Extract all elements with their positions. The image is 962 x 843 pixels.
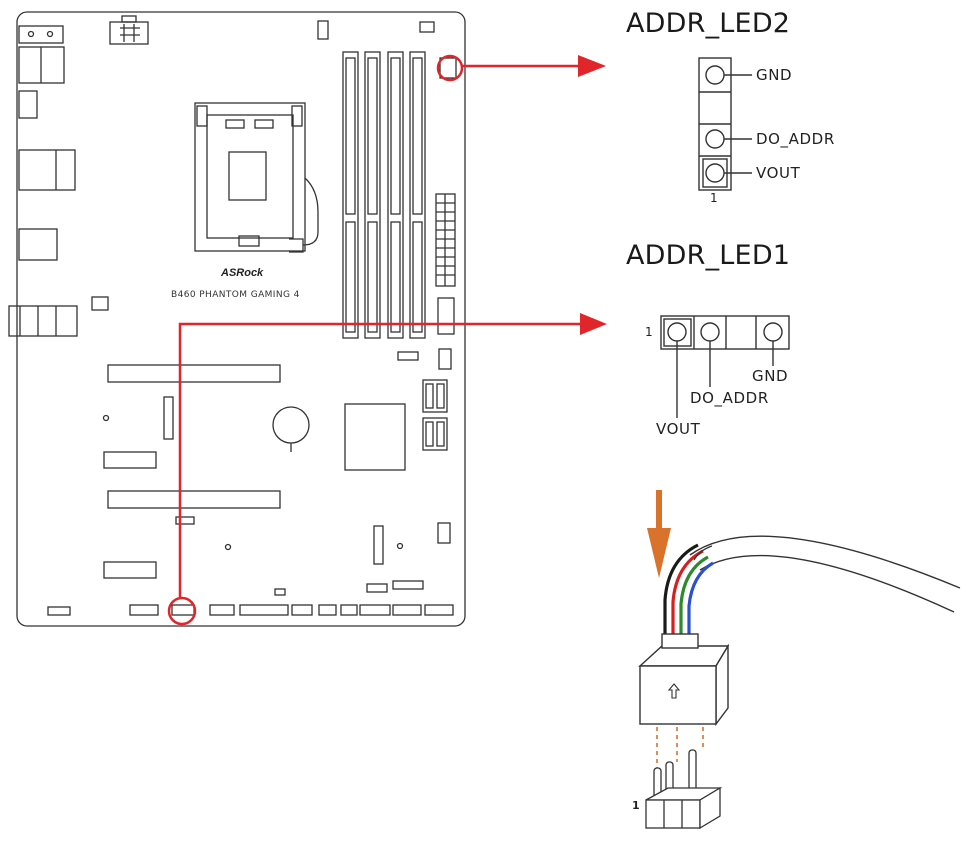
addr-led2-label-do-addr: DO_ADDR xyxy=(756,130,835,148)
addr-led1-label-vout: VOUT xyxy=(656,420,701,438)
cable-pin1-marker: 1 xyxy=(632,799,640,812)
m2-slot-upper xyxy=(163,396,174,440)
small-header-c xyxy=(437,522,451,544)
connector-arrow-icon xyxy=(667,683,681,699)
addr-led1-label-gnd: GND xyxy=(752,367,789,385)
cpu-socket xyxy=(194,102,319,253)
addr-led1-pin-do-addr xyxy=(700,322,720,342)
wire-green xyxy=(679,555,709,650)
cable-sheath-top xyxy=(689,535,961,589)
addr-led2-board-header xyxy=(439,57,457,79)
fan-header-cpu xyxy=(419,21,435,33)
insert-arrow-shaft xyxy=(656,490,662,532)
addr-led2-pinout xyxy=(698,57,752,191)
small-header-b xyxy=(438,348,452,370)
wire-red xyxy=(671,549,704,650)
board-brand-logo: ASRock xyxy=(221,267,264,279)
addr-led1-callout xyxy=(167,313,607,626)
addr-led1-header-body xyxy=(660,315,790,350)
ram-slots xyxy=(342,51,426,339)
header-pins xyxy=(645,749,723,830)
wire-blue xyxy=(687,561,714,650)
addr-led1-callout-line xyxy=(178,322,580,598)
addr-led2-pin-vout xyxy=(705,163,725,183)
addr-led1-pin1-marker: 1 xyxy=(645,325,653,339)
wire-black xyxy=(663,543,699,650)
cable-illustration xyxy=(638,490,961,830)
usb3-header xyxy=(437,297,455,335)
sata-ports xyxy=(422,379,448,451)
pcie-slots xyxy=(91,296,281,579)
addr-led1-title: ADDR_LED1 xyxy=(626,240,791,271)
addr-led2-title: ADDR_LED2 xyxy=(626,8,791,39)
insert-arrow-head xyxy=(647,528,671,578)
addr-led1-highlight-ring xyxy=(167,596,197,626)
addr-led2-callout xyxy=(436,54,606,82)
motherboard xyxy=(8,11,466,627)
cable-connector-housing xyxy=(638,633,730,727)
small-header-a xyxy=(397,351,419,361)
atx-power-connector xyxy=(435,193,456,287)
m2-slot-lower xyxy=(373,525,384,565)
board-model-label: B460 PHANTOM GAMING 4 xyxy=(171,290,300,300)
alignment-dashes xyxy=(656,727,704,768)
motherboard-outline xyxy=(16,11,466,627)
addr-led1-pinout xyxy=(660,315,790,418)
addr-led2-callout-arrowhead xyxy=(578,55,606,77)
addr-led2-label-gnd: GND xyxy=(756,66,793,84)
addr-led2-pin-do-addr xyxy=(705,129,725,149)
addr-led2-pin-gnd xyxy=(705,65,725,85)
cpu-power-connector xyxy=(109,15,149,45)
addr-led1-label-do-addr: DO_ADDR xyxy=(690,389,769,407)
rear-io-ports xyxy=(8,25,78,337)
addr-led1-callout-arrowhead xyxy=(580,313,607,335)
bottom-headers xyxy=(47,580,454,616)
chipset xyxy=(344,403,406,471)
addr-led2-pin1-marker: 1 xyxy=(710,191,718,205)
addr-led1-pin-vout xyxy=(667,322,687,342)
cmos-battery xyxy=(272,406,310,444)
addr-led2-label-vout: VOUT xyxy=(756,164,801,182)
addr-led2-highlight-ring xyxy=(436,54,464,82)
fan-header-top xyxy=(317,20,329,40)
cable-sheath-bottom xyxy=(699,554,955,613)
addr-led1-pin-gnd xyxy=(763,322,783,342)
